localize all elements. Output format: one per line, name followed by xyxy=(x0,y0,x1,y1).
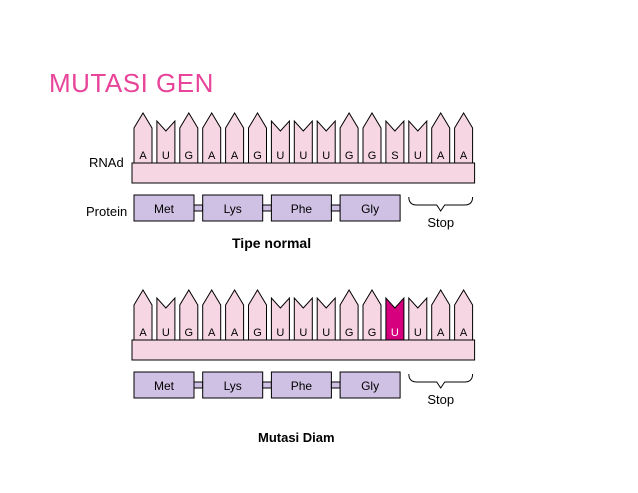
peptide-bond xyxy=(262,204,272,212)
base-letter: G xyxy=(345,150,354,162)
base-tooth xyxy=(408,119,428,163)
base-letter: U xyxy=(162,150,170,162)
base-tooth xyxy=(270,119,290,163)
stop-bracket xyxy=(408,373,474,389)
normal-caption: Tipe normal xyxy=(232,235,311,251)
stop-label: Stop xyxy=(427,392,454,407)
peptide-bond xyxy=(193,381,204,389)
base-letter: A xyxy=(208,150,216,162)
base-tooth xyxy=(293,296,313,340)
base-tooth xyxy=(431,112,451,163)
rna-backbone xyxy=(131,339,476,361)
base-letter: S xyxy=(391,150,398,162)
base-letter: A xyxy=(231,327,239,339)
base-letter: G xyxy=(253,327,262,339)
base-letter: G xyxy=(368,327,377,339)
slide-title: MUTASI GEN xyxy=(49,68,214,98)
base-letter: U xyxy=(299,327,307,339)
base-tooth xyxy=(293,119,313,163)
amino-acid-label: Phe xyxy=(291,379,313,393)
base-letter: A xyxy=(208,327,216,339)
base-tooth xyxy=(362,112,382,163)
peptide-bond xyxy=(330,381,341,389)
base-tooth xyxy=(339,289,359,340)
base-tooth xyxy=(133,112,153,163)
base-letter: A xyxy=(139,327,147,339)
base-tooth xyxy=(339,112,359,163)
peptide-bond xyxy=(193,204,204,212)
base-letter: A xyxy=(437,327,445,339)
base-tooth xyxy=(179,289,199,340)
base-tooth xyxy=(316,296,336,340)
base-letter: U xyxy=(414,327,422,339)
base-letter: U xyxy=(322,327,330,339)
base-tooth xyxy=(133,289,153,340)
amino-acid-box xyxy=(270,371,332,399)
base-letter: G xyxy=(185,327,194,339)
amino-acid-label: Met xyxy=(154,202,175,216)
base-tooth xyxy=(454,112,474,163)
base-tooth xyxy=(225,289,245,340)
base-letter: A xyxy=(437,150,445,162)
base-letter: U xyxy=(276,150,284,162)
base-tooth xyxy=(385,296,405,340)
amino-acid-label: Lys xyxy=(224,202,242,216)
base-letter: G xyxy=(185,150,194,162)
base-tooth xyxy=(202,112,222,163)
stop-label: Stop xyxy=(427,215,454,230)
base-letter: A xyxy=(139,150,147,162)
base-letter: A xyxy=(460,150,468,162)
base-tooth xyxy=(248,112,267,163)
base-tooth xyxy=(156,119,176,163)
base-tooth xyxy=(454,289,474,340)
peptide-bond xyxy=(262,381,272,389)
base-tooth xyxy=(431,289,451,340)
base-tooth xyxy=(179,112,199,163)
base-tooth xyxy=(316,119,336,163)
base-letter: U xyxy=(391,327,399,339)
base-letter: U xyxy=(322,150,330,162)
base-letter: A xyxy=(231,150,239,162)
base-letter: U xyxy=(414,150,422,162)
base-tooth xyxy=(225,112,245,163)
base-tooth xyxy=(248,289,267,340)
protein-label: Protein xyxy=(86,204,127,219)
amino-acid-box xyxy=(339,371,401,399)
base-tooth xyxy=(156,296,176,340)
base-letter: G xyxy=(368,150,377,162)
amino-acid-box xyxy=(202,371,264,399)
base-tooth xyxy=(362,289,382,340)
base-letter: U xyxy=(162,327,170,339)
base-tooth xyxy=(270,296,290,340)
rna-backbone xyxy=(131,162,476,184)
amino-acid-label: Phe xyxy=(291,202,313,216)
amino-acid-label: Met xyxy=(154,379,175,393)
amino-acid-label: Lys xyxy=(224,379,242,393)
base-letter: U xyxy=(299,150,307,162)
amino-acid-box xyxy=(133,371,195,399)
amino-acid-label: Gly xyxy=(361,379,379,393)
base-tooth xyxy=(408,296,428,340)
base-letter: G xyxy=(253,150,262,162)
peptide-bond xyxy=(330,204,341,212)
amino-acid-box xyxy=(133,194,195,222)
base-tooth xyxy=(202,289,222,340)
base-letter: U xyxy=(276,327,284,339)
stop-bracket xyxy=(408,196,474,212)
amino-acid-box xyxy=(270,194,332,222)
base-letter: A xyxy=(460,327,468,339)
amino-acid-box xyxy=(339,194,401,222)
amino-acid-box xyxy=(202,194,264,222)
base-tooth xyxy=(385,119,405,163)
rna-label: RNAd xyxy=(89,155,124,170)
amino-acid-label: Gly xyxy=(361,202,379,216)
mutation-caption: Mutasi Diam xyxy=(258,430,335,445)
base-letter: G xyxy=(345,327,354,339)
